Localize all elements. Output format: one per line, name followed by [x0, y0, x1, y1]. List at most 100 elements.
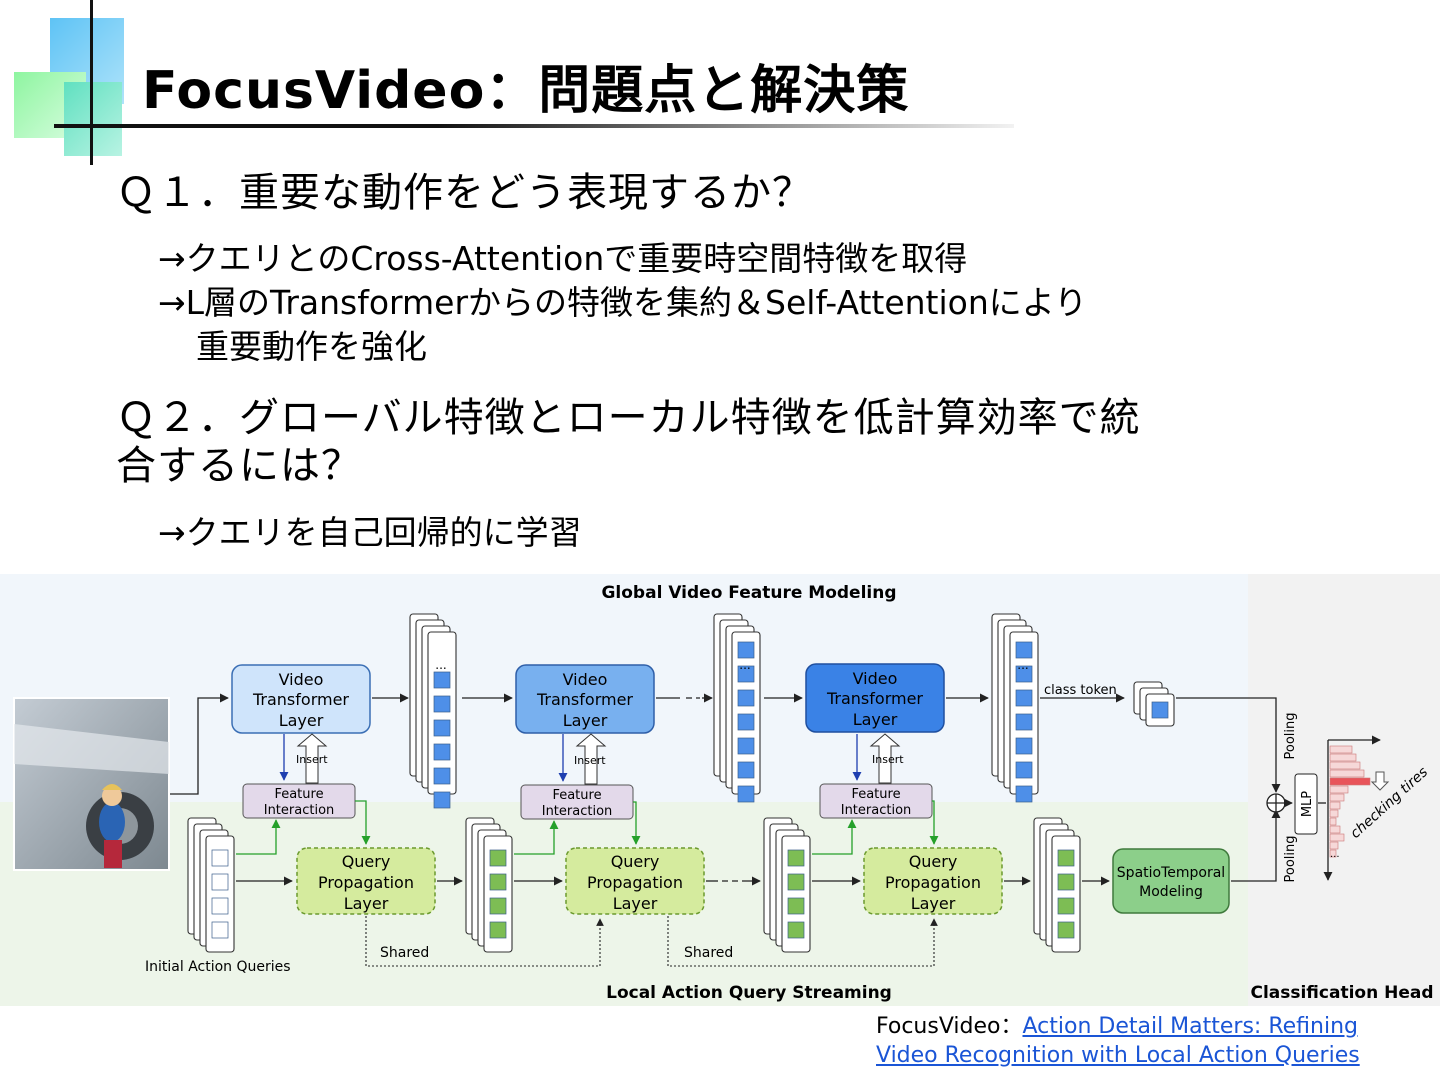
- shared-link-2: [667, 916, 938, 967]
- pooling-label-top: Pooling: [1283, 713, 1298, 760]
- insert-label-2: Insert: [574, 754, 606, 767]
- token-cell: [211, 897, 229, 915]
- reference-prefix: FocusVideo：: [876, 1014, 1023, 1039]
- insert-arrows: [279, 733, 901, 785]
- token-cell: [787, 921, 805, 939]
- answer-1-line-2: →L層のTransformerからの特徴を集約＆Self-Attentionによ…: [158, 283, 1088, 322]
- logits-ellipsis: ...: [1330, 849, 1340, 860]
- query-propagation-layer-3: Query Propagation Layer: [863, 847, 1003, 915]
- logit-bar: [1329, 801, 1341, 810]
- ellipsis-1: ...: [435, 658, 446, 672]
- svg-text:Video: Video: [279, 670, 324, 689]
- svg-text:Interaction: Interaction: [841, 803, 912, 818]
- query-stack-3: [1033, 817, 1081, 953]
- initial-query-stack: [187, 817, 235, 953]
- token-cell: [737, 641, 755, 659]
- token-cell: [1015, 761, 1033, 779]
- feature-interaction-2: Feature Interaction: [520, 784, 634, 820]
- token-cell: [433, 719, 451, 737]
- architecture-diagram: Global Video Feature Modeling Local Acti…: [0, 574, 1440, 1006]
- svg-text:Feature: Feature: [274, 787, 323, 802]
- logit-bar: [1329, 785, 1349, 794]
- paper-link-line-2[interactable]: Video Recognition with Local Action Quer…: [876, 1043, 1360, 1068]
- svg-text:Transformer: Transformer: [252, 690, 349, 709]
- video-transformer-layer-3: Video Transformer Layer: [805, 663, 945, 733]
- svg-text:Video: Video: [853, 669, 898, 688]
- green-link-3a: [812, 819, 857, 855]
- token-cell: [489, 873, 507, 891]
- svg-text:Propagation: Propagation: [587, 873, 683, 892]
- token-cell: [433, 743, 451, 761]
- query-stack-1: [465, 817, 513, 953]
- svg-text:Layer: Layer: [911, 894, 956, 913]
- svg-text:Transformer: Transformer: [826, 689, 923, 708]
- svg-text:SpatioTemporal: SpatioTemporal: [1117, 865, 1225, 881]
- prediction-arrow: [1370, 771, 1390, 791]
- insert-label-3: Insert: [872, 753, 904, 766]
- token-cell: [1015, 641, 1033, 659]
- token-cell: [433, 791, 451, 809]
- feature-interaction-1: Feature Interaction: [242, 783, 356, 819]
- token-cell: [211, 849, 229, 867]
- slide-title: FocusVideo：問題点と解決策: [142, 61, 910, 121]
- logit-bar: [1329, 745, 1353, 754]
- svg-text:Feature: Feature: [552, 788, 601, 803]
- svg-text:Feature: Feature: [851, 787, 900, 802]
- token-cell: [489, 921, 507, 939]
- paper-link-line-1[interactable]: Action Detail Matters: Refining: [1022, 1014, 1358, 1039]
- token-cell: [737, 737, 755, 755]
- ellipsis-3: ...: [1017, 658, 1028, 672]
- token-cell: [1015, 665, 1033, 683]
- sum-operator: [1266, 793, 1286, 813]
- input-video-frames: [13, 697, 170, 871]
- pooling-label-bottom: Pooling: [1283, 836, 1298, 883]
- token-cell: [1015, 713, 1033, 731]
- st-to-sum-arrow: [1231, 809, 1281, 882]
- token-cell: [787, 873, 805, 891]
- title-underline: [54, 124, 1014, 128]
- token-cell: [1057, 921, 1075, 939]
- token-cell: [737, 689, 755, 707]
- token-cell: [787, 849, 805, 867]
- svg-text:Layer: Layer: [853, 710, 898, 729]
- token-stack-2: [713, 613, 761, 803]
- shared-label-1: Shared: [380, 945, 429, 961]
- video-transformer-layer-1: Video Transformer Layer: [231, 664, 371, 734]
- input-to-vt1-arrow: [170, 693, 229, 795]
- query-stack-2: [763, 817, 811, 953]
- token-cell: [1015, 737, 1033, 755]
- svg-text:Query: Query: [611, 852, 660, 871]
- svg-text:Query: Query: [342, 852, 391, 871]
- logit-bar: [1329, 841, 1339, 850]
- mlp-block: MLP: [1294, 773, 1318, 835]
- class-token-to-sum-arrow: [1176, 697, 1281, 793]
- token-stack-1: [409, 613, 457, 809]
- shared-link-1: [365, 916, 604, 967]
- ellipsis-2: ...: [739, 658, 750, 672]
- global-title: Global Video Feature Modeling: [601, 583, 896, 603]
- token-cell: [1015, 785, 1033, 803]
- token-stack-3: [991, 613, 1039, 803]
- shared-label-2: Shared: [684, 945, 733, 961]
- token-cell: [489, 897, 507, 915]
- logit-bar: [1329, 817, 1337, 826]
- token-cell: [433, 695, 451, 713]
- token-cell: [211, 873, 229, 891]
- reference: FocusVideo：Action Detail Matters: Refini…: [876, 1012, 1360, 1070]
- token-cell: [737, 785, 755, 803]
- green-link-2b: [631, 801, 641, 845]
- token-cell: [433, 671, 451, 689]
- green-link-1a: [236, 819, 281, 855]
- question-1: Ｑ１．重要な動作をどう表現するか？: [116, 170, 813, 216]
- logit-bar: [1329, 769, 1365, 778]
- svg-text:Propagation: Propagation: [885, 873, 981, 892]
- token-cell: [787, 897, 805, 915]
- green-link-1b: [355, 800, 371, 845]
- title-vertical-rule: [90, 0, 93, 165]
- video-transformer-layer-2: Video Transformer Layer: [515, 664, 655, 734]
- svg-text:Interaction: Interaction: [542, 804, 613, 819]
- svg-text:Query: Query: [909, 852, 958, 871]
- green-link-3b: [929, 800, 939, 845]
- question-2-line-1: Ｑ２．グローバル特徴とローカル特徴を低計算効率で統: [116, 395, 1141, 441]
- green-link-2a: [514, 820, 559, 855]
